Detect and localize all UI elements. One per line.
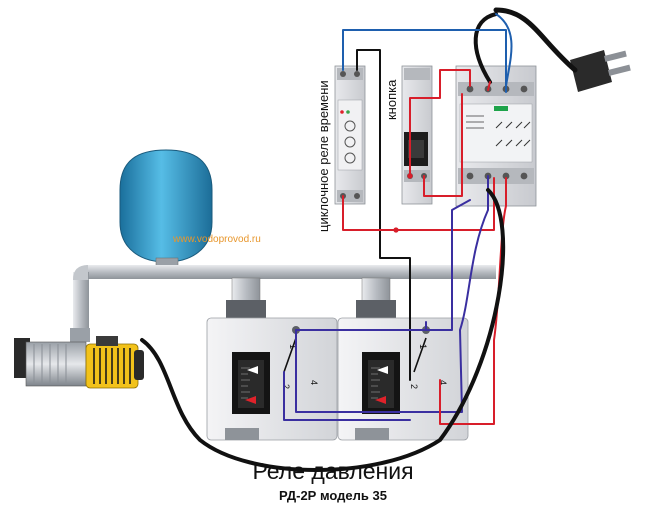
cyclic-timer-relay <box>334 65 366 205</box>
power-plug <box>570 50 631 92</box>
pressure-switch-right: 1 2 4 <box>337 300 469 441</box>
switch-right-mark-4: 4 <box>438 380 448 385</box>
contactor-module <box>455 65 537 207</box>
caption-title: Реле давления <box>252 458 413 484</box>
switch-left-mark-4: 4 <box>309 380 319 385</box>
button-module <box>401 65 433 205</box>
switch-right-mark-2: 2 <box>409 384 419 389</box>
timer-relay-label: циклочное реле времени <box>316 80 331 232</box>
caption-model: РД-2Р модель 35 <box>279 488 387 503</box>
switch-left-mark-2: 2 <box>281 384 291 389</box>
watermark: www.vodoprovod.ru <box>172 234 261 245</box>
pump <box>14 328 144 389</box>
button-label: кнопка <box>384 79 399 120</box>
pressure-switch-left: 1 2 4 <box>206 300 338 441</box>
expansion-tank <box>119 149 213 273</box>
wires <box>140 7 578 472</box>
